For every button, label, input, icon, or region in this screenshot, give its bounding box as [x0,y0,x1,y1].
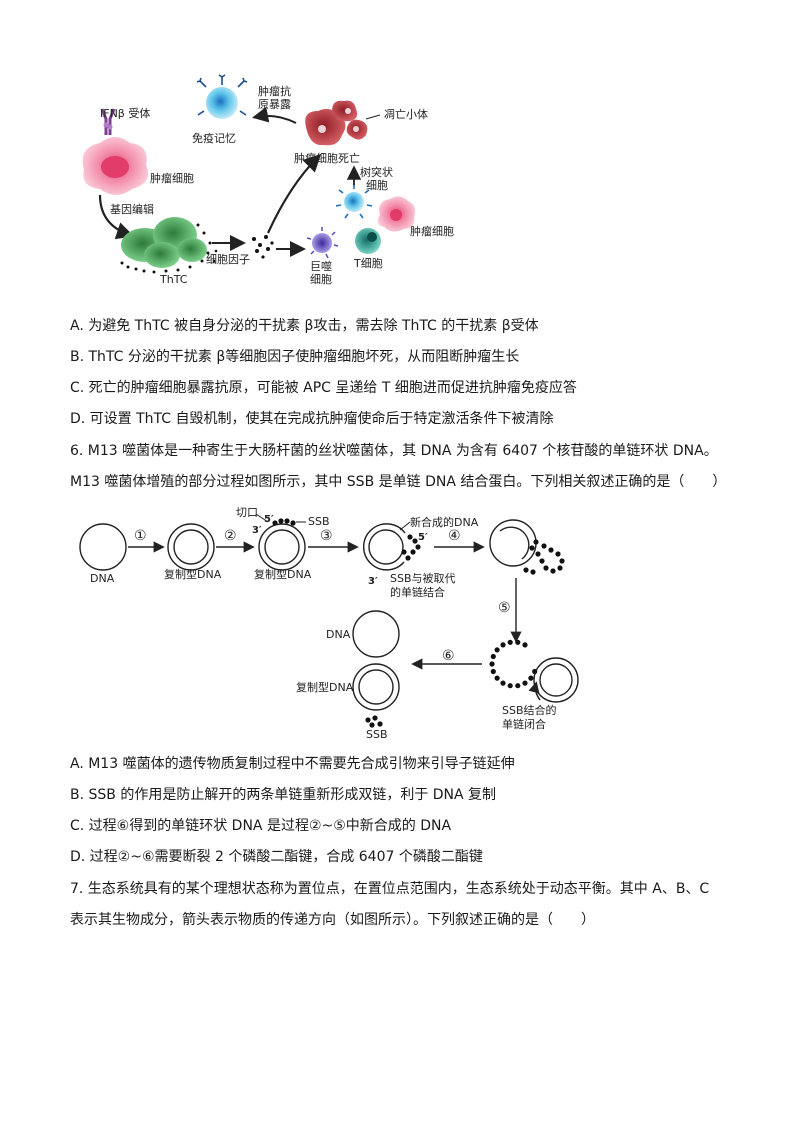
ssb-dots-stage-3 [401,534,421,561]
cytokine-label: 细胞因子 [206,253,250,266]
new-dna-label: 新合成的DNA [410,515,479,529]
memory-label: 免疫记忆 [192,131,236,145]
ssb-bind-label-2: 的单链结合 [390,585,445,599]
rf-label: 复制型DNA [164,567,222,581]
ssb-ring-dot [515,639,521,645]
q6-option-a: A. M13 噬菌体的遗传物质复制过程中不需要先合成引物来引导子链延伸 [70,756,515,772]
ssb-bind-label-1: SSB与被取代 [390,572,456,585]
q7-stem-line-1: 7. 生态系统具有的某个理想状态称为置位点，在置位点范围内，生态系统处于动态平衡… [70,881,710,897]
step-1: ① [134,528,147,544]
t-cell-label: T细胞 [353,257,383,270]
macrophage-label-2: 细胞 [310,273,332,286]
q6-stem-line-1: 6. M13 噬菌体是一种寄生于大肠杆菌的丝状噬菌体，其 DNA 为含有 640… [70,443,718,459]
m13-replication-figure: ① ② ③ ④ ⑤ ⑥ DNA 复制型D [79,506,579,741]
ssb-ring-dot [494,647,500,653]
apoptotic-body-label: 凋亡小体 [384,107,428,121]
dna-label: DNA [90,572,115,585]
q6-stem-line-2: M13 噬菌体增殖的部分过程如图所示，其中 SSB 是单链 DNA 结合蛋白。下… [70,474,727,490]
q6-option-b: B. SSB 的作用是防止解开的两条单链重新形成双链，利于 DNA 复制 [70,787,497,803]
ssb-dots-released [365,715,383,728]
t-cell-icon [355,228,381,254]
q7-stem-line-2: 表示其生物成分，箭头表示物质的传递方向（如图所示）。下列叙述正确的是（ ） [70,912,595,928]
apoptotic-cells-icon [305,100,368,146]
ssb-ring-dot [532,668,538,675]
ssb-dots-stage-2 [272,518,296,526]
ssb-ring-dot [522,680,528,686]
thtc-cells-icon [120,217,218,274]
macrophage-label-1: 巨噬 [310,259,332,273]
step-6: ⑥ [442,648,455,664]
q5-option-a: A. 为避免 ThTC 被自身分泌的干扰素 β攻击，需去除 ThTC 的干扰素 … [70,318,539,334]
closure-label-2: 单链闭合 [502,717,546,731]
step-4: ④ [448,528,461,544]
five-prime-label-2: 5′ [418,532,428,543]
ssb-ring-dot [494,675,500,681]
ssb-label: SSB [308,515,330,528]
thtc-label: ThTC [159,273,188,286]
ifn-receptor-icon [100,108,116,135]
q6-option-d: D. 过程②~⑥需要断裂 2 个磷酸二酯键，合成 6407 个磷酸二酯键 [70,849,483,865]
nick-label: 切口 [236,506,258,519]
rf-label-2: 复制型DNA [254,567,312,581]
ssb-ring-dot [500,642,506,648]
three-prime-label-2: 3′ [368,576,378,587]
q6-option-c: C. 过程⑥得到的单链环状 DNA 是过程②~⑤中新合成的 DNA [70,818,452,834]
closure-label-1: SSB结合的 [502,703,557,717]
ssb-ring-dot [515,683,521,689]
ssb-ring-dot [490,653,496,660]
ssb-ring-dot [528,675,534,681]
ssb-ring-dot [507,639,513,645]
antigen-label-1: 肿瘤抗 [258,84,291,98]
cytokine-dots-icon [252,235,274,259]
dna-output-label: DNA [326,628,351,641]
ssb-ring-dot [507,683,513,689]
dendritic-cell-icon [335,184,373,219]
tumor-death-label: 肿瘤细胞死亡 [294,151,360,165]
dendritic-label-1: 树突状 [360,165,393,179]
ifn-receptor-label: IFNβ 受体 [100,106,150,120]
gene-edit-label: 基因编辑 [110,202,154,216]
rf-output-label: 复制型DNA [296,680,354,694]
q5-option-d: D. 可设置 ThTC 自毁机制，使其在完成抗肿瘤使命后于特定激活条件下被清除 [70,411,554,427]
q5-option-c: C. 死亡的肿瘤细胞暴露抗原，可能被 APC 呈递给 T 细胞进而促进抗肿瘤免疫… [70,380,577,396]
q5-option-b: B. ThTC 分泌的干扰素 β等细胞因子使肿瘤细胞坏死，从而阻断肿瘤生长 [70,349,520,365]
antigen-label-2: 原暴露 [258,98,291,111]
macrophage-icon [306,227,339,259]
step-5: ⑤ [498,600,511,616]
tumor-therapy-figure: IFNβ 受体 肿瘤细胞 基因编辑 ThTC [82,74,454,286]
dendritic-label-2: 细胞 [366,179,388,192]
ssb-dots-ring [489,639,538,689]
ssb-ring-dot [500,680,506,686]
ssb-dots-stage-4 [523,539,565,575]
tumor-cell-icon [82,137,149,195]
ssb-ring-dot [522,642,528,648]
tumor-cell-label: 肿瘤细胞 [150,171,194,185]
five-prime-label: 5′ [264,514,274,525]
tumor-cell-2-icon [377,196,416,232]
ssb-output-label: SSB [366,728,388,741]
ssb-ring-dot [490,668,496,675]
step-3: ③ [320,528,333,544]
step-2: ② [224,528,237,544]
tumor-cell-2-label: 肿瘤细胞 [410,224,454,238]
memory-cell-icon [196,74,248,119]
ssb-ring-dot [489,661,495,667]
three-prime-label: 3′ [252,525,262,536]
